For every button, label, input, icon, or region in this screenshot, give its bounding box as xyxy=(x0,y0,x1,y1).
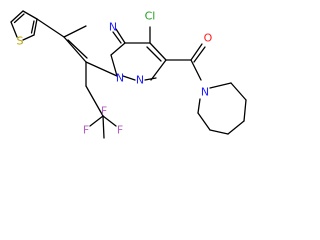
pyrimidine-ring xyxy=(63,25,126,77)
bridgehead-nitrogen-label: N xyxy=(116,72,124,85)
pyrazole-nitrogen-label: N xyxy=(136,74,144,87)
fluorine-atom-label-right: F xyxy=(117,124,123,137)
pyrimidine-nitrogen-label: N xyxy=(109,21,117,34)
fluorine-atom-label-left: F xyxy=(83,124,89,137)
sulfur-atom-label: S xyxy=(17,35,24,48)
trifluoromethyl-group xyxy=(85,61,117,139)
carbonyl-group xyxy=(165,43,206,81)
chemical-structure: S N N N N Cl O F F F xyxy=(10,10,247,139)
oxygen-atom-label: O xyxy=(204,32,213,45)
fluorine-atom-label-top: F xyxy=(101,105,107,118)
chlorine-atom-label: Cl xyxy=(145,10,156,23)
thiophene-ring xyxy=(10,10,38,41)
atom-labels: S N N N N Cl O F F F xyxy=(17,10,213,137)
azepane-ring xyxy=(197,82,247,135)
pyrazole-ring xyxy=(122,42,167,81)
thienyl-link-bond xyxy=(36,18,65,38)
azepane-nitrogen-label: N xyxy=(201,86,209,99)
